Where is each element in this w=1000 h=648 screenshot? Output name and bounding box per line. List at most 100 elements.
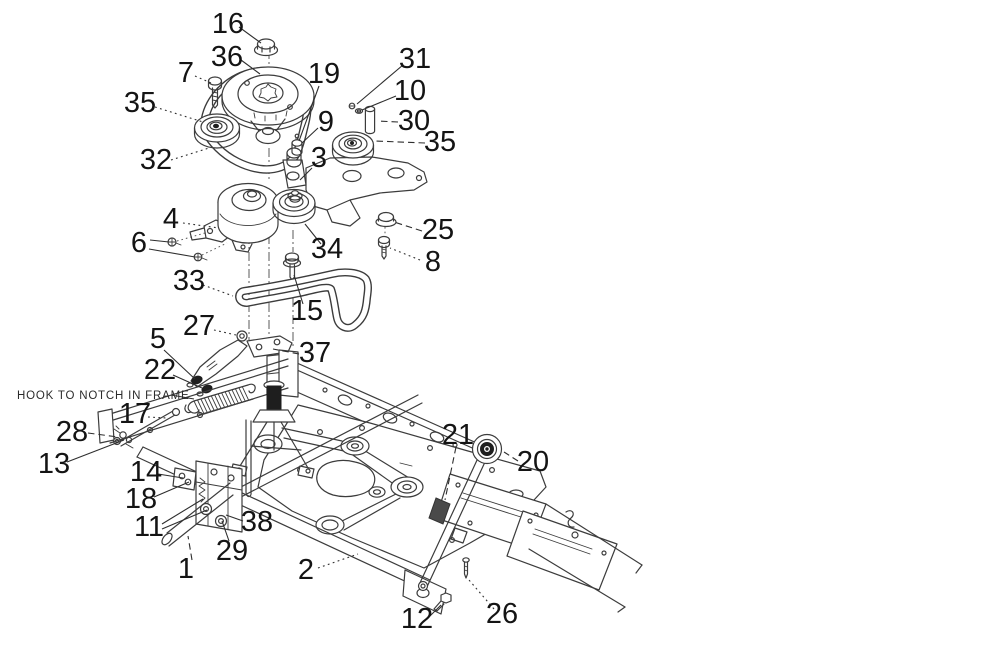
leader-line-3 [299, 167, 313, 181]
callout-4: 4 [163, 203, 179, 235]
leader-line-6 [149, 239, 170, 243]
s-hook-eye [571, 531, 579, 539]
leader-line-14 [157, 473, 184, 479]
idler-pulley-35-right [331, 131, 375, 166]
callout-35-right: 35 [424, 126, 456, 158]
leader-line-35-left [154, 106, 204, 123]
leader-line-26 [468, 579, 495, 610]
callout-6: 6 [131, 227, 147, 259]
callout-10: 10 [394, 75, 426, 107]
note-leader-line [170, 394, 195, 400]
support-strut-21 [417, 457, 486, 592]
leader-line-15 [293, 274, 304, 305]
seat-rail-plate-2 [506, 510, 618, 591]
leader-line-32 [170, 147, 210, 161]
leader-line-1 [187, 535, 193, 561]
callout-1: 1 [178, 553, 194, 585]
shoulder-bolt-26 [462, 557, 470, 579]
leader-line-13 [66, 439, 125, 463]
hex-bolt-7 [207, 76, 223, 109]
spacer-30 [364, 105, 376, 135]
leader-line-22 [172, 374, 203, 389]
leader-line-20 [503, 451, 519, 462]
leader-line-33 [202, 284, 234, 297]
s-hook [565, 510, 575, 528]
leader-line-21 [444, 446, 457, 501]
leader-line-11 [161, 498, 204, 525]
extension-spring [184, 383, 256, 416]
electric-clutch-4 [189, 182, 279, 253]
callout-27: 27 [183, 310, 215, 342]
leader-line-31 [356, 64, 404, 105]
mounting-screws-6 [167, 237, 208, 262]
pivot-boss-9 [291, 133, 303, 156]
axle-tube-1 [161, 482, 234, 547]
stud-31 [348, 102, 356, 110]
callout-35-left: 35 [124, 87, 156, 119]
callout-34: 34 [311, 233, 343, 265]
callout-8: 8 [425, 246, 441, 278]
leader-line-18 [153, 481, 190, 498]
hex-bolt-8 [377, 235, 391, 260]
drive-belt-33 [235, 268, 372, 332]
leader-line-6-1 [148, 248, 196, 258]
leader-line-4 [182, 222, 220, 229]
leader-line-5 [163, 349, 196, 380]
callout-9: 9 [318, 106, 334, 138]
callout-5: 5 [150, 323, 166, 355]
callout-33: 33 [173, 265, 205, 297]
engine-pulley-36 [221, 66, 315, 145]
callout-32: 32 [140, 144, 172, 176]
callout-3: 3 [311, 142, 327, 174]
callout-22: 22 [144, 354, 176, 386]
frame-cross-rail [236, 394, 423, 498]
idler-bracket-27 [190, 330, 248, 388]
leader-line-12 [428, 604, 442, 618]
callout-36: 36 [211, 41, 243, 73]
rail-bracket-14-18 [172, 467, 197, 491]
callout-2: 2 [298, 554, 314, 586]
callout-7: 7 [178, 57, 194, 89]
leader-line-28 [87, 432, 119, 438]
callout-28: 28 [56, 416, 88, 448]
carriage-bolt-15 [282, 252, 302, 281]
callout-38: 38 [241, 506, 273, 538]
callout-29: 29 [216, 535, 248, 567]
leader-line-17 [147, 416, 168, 419]
leader-line-34 [304, 223, 322, 245]
leader-line-36 [240, 59, 261, 75]
spring-bolts-5-22 [186, 375, 213, 397]
pan-pulleys [253, 427, 424, 535]
leader-line-11-1 [161, 509, 208, 530]
callout-19: 19 [308, 58, 340, 90]
callout-18: 18 [125, 483, 157, 515]
leader-line-30 [376, 120, 399, 123]
leader-line-10 [361, 95, 397, 111]
roller-20 [471, 433, 503, 465]
callout-25: 25 [422, 214, 454, 246]
callout-12: 12 [401, 603, 433, 635]
leader-line-9 [301, 127, 319, 144]
leader-line-29 [221, 520, 230, 542]
flange-nut-16 [253, 38, 279, 57]
leader-line-19 [298, 85, 320, 142]
callout-15: 15 [291, 295, 323, 327]
clutch-pulley-34 [272, 188, 316, 225]
clevis-pins-13-28 [113, 425, 134, 449]
frame-rear-rails [528, 503, 643, 613]
callout-16: 16 [212, 8, 244, 40]
leader-line-8 [389, 247, 421, 261]
leader-line-16 [238, 26, 262, 44]
transaxle-bracket-38 [195, 460, 243, 533]
callout-13: 13 [38, 448, 70, 480]
callout-37: 37 [299, 337, 331, 369]
callout-26: 26 [486, 598, 518, 630]
leader-line-38 [225, 514, 244, 522]
callout-14: 14 [130, 456, 162, 488]
leader-line-25 [393, 221, 423, 232]
leader-line-35-right [374, 140, 426, 144]
leader-line-27 [213, 329, 237, 336]
flange-nut-25 [375, 211, 397, 228]
